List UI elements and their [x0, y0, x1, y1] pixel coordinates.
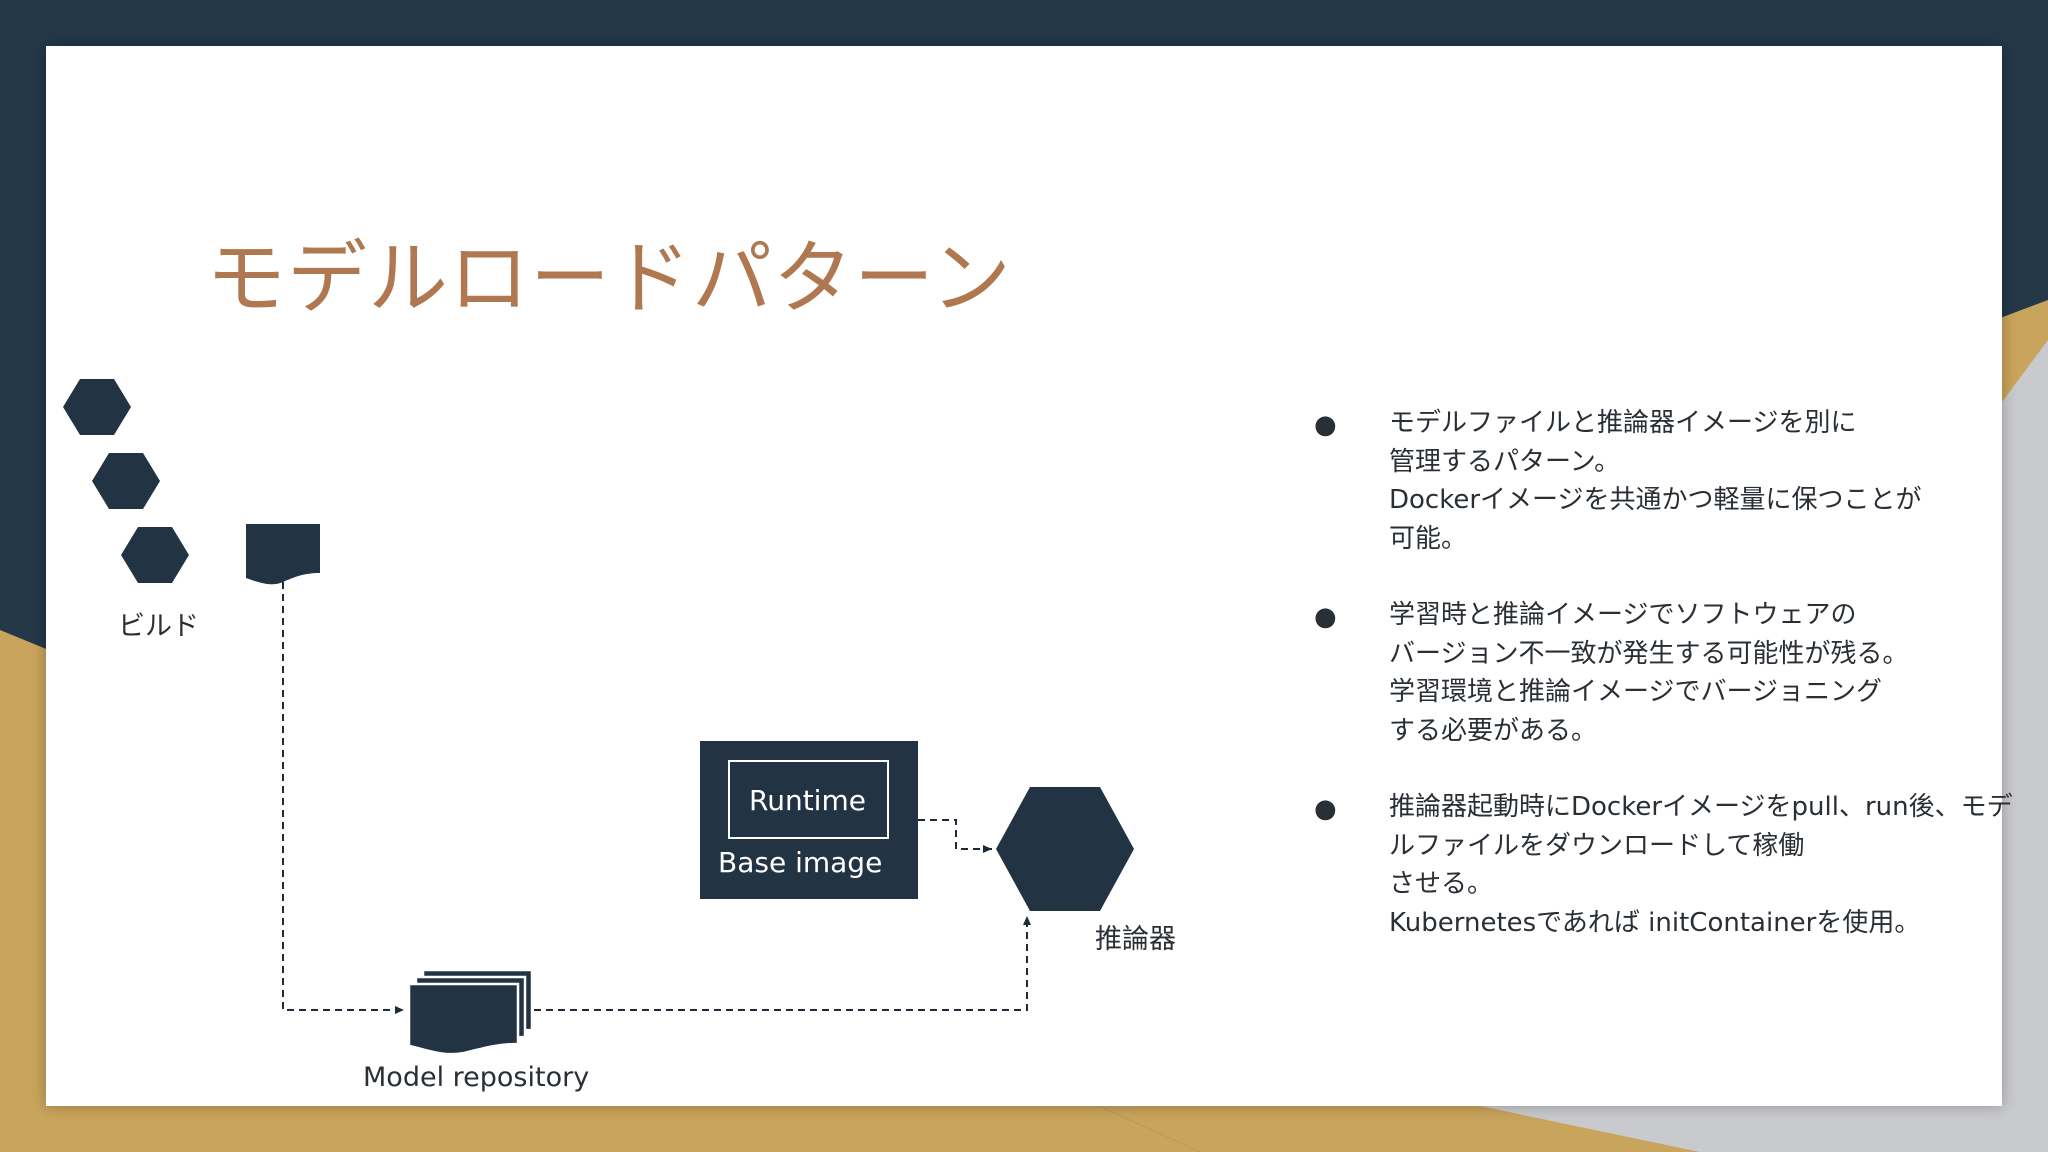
connector-base-image-to-inference — [918, 819, 992, 853]
build-hexagon-3 — [121, 527, 189, 583]
bullet-line: バージョン不一致が発生する可能性が残る。 — [1389, 638, 1909, 669]
slide: モデルロードパターン ビルド Runtime Base image 推論器 Mo… — [46, 46, 2013, 1106]
model-repository-doc-front — [407, 982, 520, 1056]
bullet-dot: ● — [1314, 602, 1337, 632]
model-file-document-icon — [246, 524, 320, 585]
bullet-list: ● モデルファイルと推論器イメージを別に 管理するパターン。 Dockerイメー… — [1314, 404, 2014, 980]
inference-hexagon — [996, 787, 1134, 911]
bullet-item: ● 推論器起動時にDockerイメージをpull、run後、モデ ルファイルをダ… — [1314, 788, 2014, 942]
build-hexagon-2 — [92, 453, 160, 509]
bullet-item: ● モデルファイルと推論器イメージを別に 管理するパターン。 Dockerイメー… — [1314, 404, 2014, 558]
bullet-item: ● 学習時と推論イメージでソフトウェアの バージョン不一致が発生する可能性が残る… — [1314, 596, 2014, 750]
bullet-dot: ● — [1314, 410, 1337, 440]
model-repository-label: Model repository — [363, 1062, 590, 1093]
bullet-line: する必要がある。 — [1389, 715, 1598, 746]
bullet-dot: ● — [1314, 794, 1337, 824]
runtime-box — [728, 760, 889, 839]
base-image-label: Base image — [718, 846, 883, 879]
bullet-line: させる。 — [1389, 869, 1494, 899]
bullet-line: Dockerイメージを共通かつ軽量に保つことが — [1389, 485, 1922, 515]
slide-title: モデルロードパターン — [206, 232, 1012, 325]
bullet-line: 可能。 — [1389, 523, 1468, 554]
build-hexagon-1 — [63, 379, 131, 435]
connector-file-to-repository — [282, 582, 404, 1014]
bullet-line: 学習時と推論イメージでソフトウェアの — [1389, 600, 1857, 630]
bullet-line: モデルファイルと推論器イメージを別に — [1389, 408, 1857, 438]
bullet-line: 学習環境と推論イメージでバージョニング — [1389, 677, 1882, 707]
bullet-line: 管理するパターン。 — [1389, 446, 1621, 477]
diagram — [63, 379, 1134, 1056]
runtime-label: Runtime — [749, 784, 866, 817]
bullet-line: 推論器起動時にDockerイメージをpull、run後、モデ — [1389, 792, 2013, 822]
build-label: ビルド — [118, 611, 199, 642]
bullet-line: Kubernetesであれば initContainerを使用。 — [1389, 907, 1921, 938]
inference-label: 推論器 — [1095, 924, 1176, 955]
connector-repository-to-inference — [534, 916, 1031, 1011]
bullet-line: ルファイルをダウンロードして稼働 — [1389, 830, 1805, 861]
